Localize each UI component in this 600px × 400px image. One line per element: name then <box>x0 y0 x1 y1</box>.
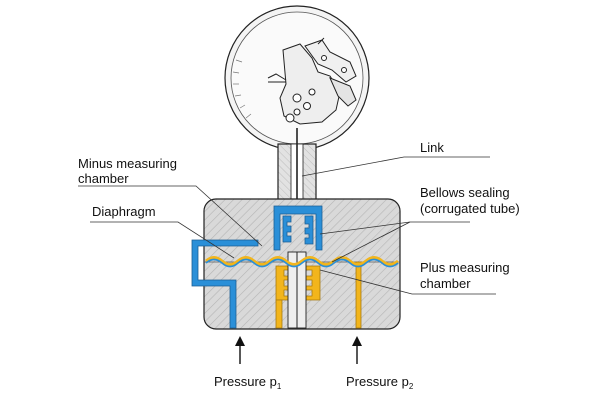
label-pressure-p1: Pressure p1 <box>214 374 282 391</box>
label-plus-chamber-line1: Plus measuring <box>420 260 510 275</box>
leader-lines <box>78 156 496 295</box>
pressure-arrow-p1 <box>235 336 245 364</box>
leader-bellows-2 <box>331 221 411 263</box>
leader-link <box>301 156 490 177</box>
diaphragm <box>205 256 399 268</box>
label-bellows-line2: (corrugated tube) <box>420 201 520 216</box>
pressure-arrow-p2 <box>352 336 362 364</box>
gauge-movement <box>267 37 357 125</box>
label-minus-chamber-line1: Minus measuring <box>78 156 177 171</box>
label-link: Link <box>420 140 444 155</box>
plus-measuring-chamber <box>275 261 362 329</box>
plus-inlet-channel <box>355 261 362 329</box>
dial-scale <box>232 59 252 119</box>
label-plus-chamber-line2: chamber <box>420 276 471 291</box>
bellows-upper <box>282 215 314 245</box>
label-minus-chamber-line2: chamber <box>78 171 129 186</box>
label-diaphragm: Diaphragm <box>92 204 156 219</box>
leader-plus-chamber <box>319 269 496 295</box>
gauge-dial <box>224 5 370 151</box>
pressure-p1-text: Pressure p <box>214 374 277 389</box>
leader-minus-chamber <box>78 185 263 247</box>
minus-measuring-chamber <box>191 205 323 329</box>
pressure-p2-text: Pressure p <box>346 374 409 389</box>
pressure-p1-subscript: 1 <box>277 382 282 391</box>
pressure-p2-subscript: 2 <box>409 382 414 391</box>
leader-diaphragm <box>90 221 235 259</box>
minus-inlet-channel <box>191 239 259 329</box>
label-bellows-line1: Bellows sealing <box>420 185 510 200</box>
label-pressure-p2: Pressure p2 <box>346 374 414 391</box>
